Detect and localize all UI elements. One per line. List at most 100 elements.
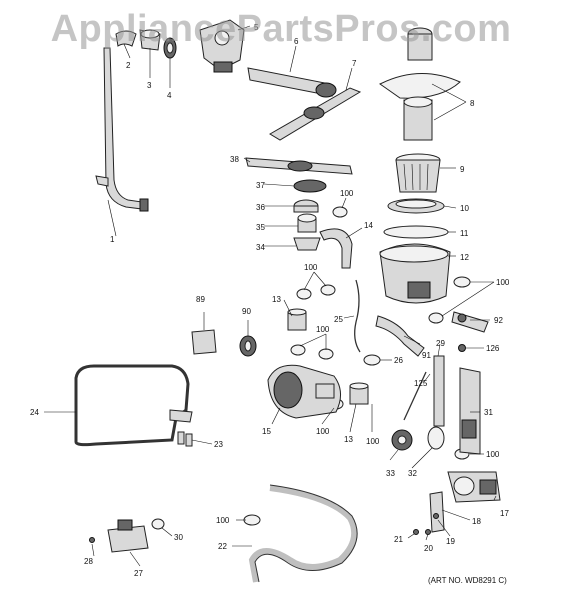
callout-92: 92 xyxy=(494,316,503,325)
callout-28: 28 xyxy=(84,557,93,566)
callout-33: 33 xyxy=(386,469,395,478)
part-36-bearing[interactable] xyxy=(293,199,319,213)
part-34-ring[interactable] xyxy=(293,237,321,251)
callout-26: 26 xyxy=(394,356,403,365)
part-89-seal[interactable] xyxy=(191,329,217,355)
part-15-pump-motor[interactable] xyxy=(267,364,341,419)
part-100-clamp-d[interactable] xyxy=(290,344,306,356)
part-10-filter-ring[interactable] xyxy=(387,198,445,214)
part-9-filter[interactable] xyxy=(395,153,441,193)
part-8-wash-tower[interactable] xyxy=(379,27,461,141)
part-37-nut[interactable] xyxy=(293,179,327,193)
part-32-ring[interactable] xyxy=(427,426,445,450)
part-35-collar[interactable] xyxy=(297,213,317,233)
callout-126: 126 xyxy=(486,344,500,353)
part-13-coupling-a[interactable] xyxy=(287,308,307,331)
part-11-gasket[interactable] xyxy=(383,225,449,239)
part-100-clamp-c[interactable] xyxy=(320,284,336,296)
callout-35: 35 xyxy=(256,223,265,232)
callout-100b: 100 xyxy=(304,263,318,272)
part-100-clamp-b[interactable] xyxy=(296,288,312,300)
part-27-inlet-valve[interactable] xyxy=(107,519,149,553)
part-100-clamp-e[interactable] xyxy=(318,348,334,360)
part-38-lower-spray-arm[interactable] xyxy=(245,157,353,175)
part-1-supply-tube[interactable] xyxy=(95,47,149,212)
callout-31: 31 xyxy=(484,408,493,417)
callout-13a: 13 xyxy=(272,295,281,304)
callout-17: 17 xyxy=(500,509,509,518)
callout-100c: 100 xyxy=(316,325,330,334)
part-91-hose[interactable] xyxy=(375,315,425,357)
part-30-grommet[interactable] xyxy=(151,518,165,530)
part-26-clamp[interactable] xyxy=(363,354,381,366)
callout-13b: 13 xyxy=(344,435,353,444)
part-6-upper-spray-arm[interactable] xyxy=(247,67,337,98)
callout-11: 11 xyxy=(460,229,469,238)
callout-18: 18 xyxy=(472,517,481,526)
part-17-drain-pump[interactable] xyxy=(447,471,501,503)
callout-34: 34 xyxy=(256,243,265,252)
callout-6: 6 xyxy=(294,37,299,46)
part-19-screw[interactable] xyxy=(433,513,439,519)
callout-8: 8 xyxy=(470,99,475,108)
callout-19: 19 xyxy=(446,537,455,546)
callout-4: 4 xyxy=(167,91,172,100)
part-25-wire[interactable] xyxy=(354,279,361,353)
part-20-screw[interactable] xyxy=(425,529,431,535)
part-5-diverter[interactable] xyxy=(199,19,245,73)
callout-100e: 100 xyxy=(366,437,380,446)
callout-23: 23 xyxy=(214,440,223,449)
part-24-gasket[interactable] xyxy=(74,364,193,447)
part-100-clamp-a[interactable] xyxy=(332,206,348,218)
callout-90: 90 xyxy=(242,307,251,316)
callout-38: 38 xyxy=(230,155,239,164)
part-3-manifold[interactable] xyxy=(139,29,161,51)
callout-9: 9 xyxy=(460,165,465,174)
callout-3: 3 xyxy=(147,81,152,90)
part-21-screw[interactable] xyxy=(413,529,419,535)
part-2-fitting[interactable] xyxy=(115,30,137,47)
callout-100f: 100 xyxy=(496,278,510,287)
callout-100d: 100 xyxy=(316,427,330,436)
callout-22: 22 xyxy=(218,542,227,551)
callout-14: 14 xyxy=(364,221,373,230)
callout-15: 15 xyxy=(262,427,271,436)
callout-100a: 100 xyxy=(340,189,354,198)
part-92-bracket[interactable] xyxy=(451,311,489,333)
callout-30: 30 xyxy=(174,533,183,542)
part-14-hose[interactable] xyxy=(319,228,353,269)
callout-labels: 1 2 3 4 5 6 7 8 9 10 11 12 13 13 14 15 1… xyxy=(30,23,510,578)
part-28-screw[interactable] xyxy=(89,537,95,543)
callout-29: 29 xyxy=(436,339,445,348)
callout-21: 21 xyxy=(394,535,403,544)
callout-24: 24 xyxy=(30,408,39,417)
part-22-drain-hose[interactable] xyxy=(248,484,358,583)
callout-91: 91 xyxy=(422,351,431,360)
part-13-coupling-b[interactable] xyxy=(349,382,369,405)
part-18-bracket[interactable] xyxy=(429,491,445,533)
part-7-middle-spray-arm[interactable] xyxy=(269,87,362,141)
part-126-screw[interactable] xyxy=(458,344,466,352)
part-90-gasket[interactable] xyxy=(239,335,257,357)
callout-37: 37 xyxy=(256,181,265,190)
callout-20: 20 xyxy=(424,544,433,553)
leader-lines xyxy=(44,25,497,567)
callout-36: 36 xyxy=(256,203,265,212)
part-31-housing[interactable] xyxy=(459,367,481,455)
part-23-connectors[interactable] xyxy=(177,431,193,447)
callout-2: 2 xyxy=(126,61,131,70)
callout-25: 25 xyxy=(334,315,343,324)
callout-100h: 100 xyxy=(216,516,230,525)
callout-1: 1 xyxy=(110,235,115,244)
callout-10: 10 xyxy=(460,204,469,213)
callout-32: 32 xyxy=(408,469,417,478)
part-4-grommet[interactable] xyxy=(163,37,177,59)
part-125-wire[interactable] xyxy=(403,371,427,421)
callout-89: 89 xyxy=(196,295,205,304)
part-29-tube[interactable] xyxy=(433,355,445,427)
part-33-impeller[interactable] xyxy=(391,429,413,451)
callout-12: 12 xyxy=(460,253,469,262)
callout-5: 5 xyxy=(254,23,259,32)
part-12-sump[interactable] xyxy=(379,243,451,304)
